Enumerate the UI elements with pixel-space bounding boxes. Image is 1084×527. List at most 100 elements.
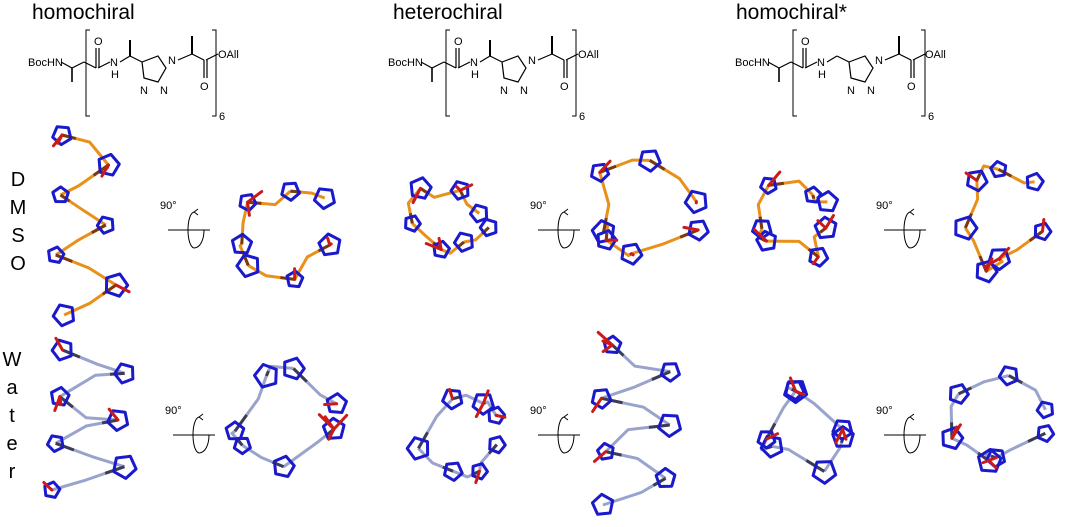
- backbone-shade: [963, 212, 973, 229]
- molecule-svg: [941, 365, 1056, 473]
- carbonyl-bond: [816, 219, 828, 230]
- triazole-ring: [468, 203, 489, 224]
- backbone-shade: [811, 194, 816, 199]
- triazole-ring: [471, 462, 489, 481]
- chem-oxygen-label: O: [94, 36, 103, 48]
- triazole-ring: [751, 219, 773, 240]
- chem-nitrogen-label: N: [168, 55, 176, 67]
- chem-nitrogen-label: N: [140, 85, 148, 97]
- carbonyl-bond: [474, 402, 485, 419]
- triazole-ring: [409, 176, 433, 200]
- triazole-ring: [1025, 171, 1045, 192]
- carbonyl-bond: [794, 389, 806, 397]
- carbonyl-bond: [458, 183, 474, 192]
- title-homochiral: homochiral: [32, 1, 135, 24]
- molecule-svg: [47, 125, 131, 328]
- chem-oxygen-label: O: [560, 81, 569, 93]
- carbonyl-bond: [107, 407, 120, 422]
- chem-oxygen-label: O: [454, 36, 463, 48]
- backbone-shade: [265, 370, 270, 377]
- carbonyl-bond: [326, 236, 332, 247]
- triazole-ring: [590, 388, 613, 410]
- triazole-ring: [954, 215, 979, 241]
- row-label-letter: M: [9, 197, 27, 219]
- triazole-ring: [285, 269, 305, 289]
- carbonyl-bond: [788, 376, 798, 393]
- chem-nitrogen-label: N: [500, 85, 508, 97]
- panel-water-homochiral-side: [25, 336, 155, 500]
- carbonyl-bond: [752, 228, 769, 243]
- triazole-ring: [113, 362, 135, 385]
- molecule-svg: [756, 376, 855, 485]
- triazole-ring: [1033, 221, 1053, 242]
- triazole-ring: [51, 303, 75, 328]
- panel-dmso-homochiral-star-top: [930, 150, 1070, 290]
- carbonyl-bond: [598, 159, 612, 174]
- carbonyl-bond: [964, 171, 979, 182]
- panel-dmso-heterochiral-side: [395, 130, 505, 305]
- triazole-ring: [596, 441, 615, 461]
- backbone-shade: [602, 217, 608, 233]
- triazole-ring: [283, 356, 306, 381]
- triazole-ring: [273, 454, 296, 478]
- backbone-shade: [55, 253, 73, 263]
- rotation-arrow-icon: [884, 208, 926, 249]
- triazole-ring: [441, 388, 464, 411]
- triazole-ring: [449, 180, 470, 201]
- rotation-arrow-icon: [168, 208, 210, 249]
- chem-nitrogen-label: N: [470, 57, 478, 69]
- molecule-svg: [404, 176, 498, 259]
- carbonyl-bond: [411, 186, 422, 205]
- triazole-ring: [816, 190, 840, 213]
- carbonyl-bond: [824, 214, 835, 230]
- rotation-marker: 90°: [876, 200, 932, 260]
- triazole-ring: [759, 176, 778, 196]
- backbone-shade: [109, 371, 125, 376]
- backbone-shade: [317, 243, 331, 253]
- triazole-ring: [590, 219, 616, 244]
- carbonyl-bond: [246, 200, 251, 217]
- triazole-ring: [1035, 400, 1054, 420]
- triazole-ring: [112, 454, 138, 480]
- carbonyl-bond: [114, 283, 131, 294]
- molecule-svg: [405, 387, 507, 485]
- panel-water-heterochiral-top: [575, 330, 705, 516]
- panel-water-heterochiral-side: [395, 345, 530, 525]
- carbonyl-bond: [332, 413, 349, 431]
- carbonyl-bond: [601, 343, 614, 354]
- carbonyl-bond: [834, 427, 845, 445]
- carbonyl-bond: [950, 432, 956, 440]
- molecule-svg: [224, 356, 349, 478]
- triazole-ring: [831, 425, 855, 448]
- triazole-ring: [683, 189, 708, 215]
- rotation-marker: 90°: [165, 405, 221, 465]
- triazole-ring: [590, 162, 611, 183]
- triazole-ring: [95, 215, 115, 235]
- triazole-ring: [989, 160, 1008, 179]
- triazole-ring: [312, 187, 336, 211]
- triazole-ring: [1036, 424, 1056, 443]
- row-label-letter: r: [8, 461, 16, 483]
- triazole-ring: [43, 480, 62, 499]
- chem-repeat-count: 6: [928, 111, 934, 123]
- chem-hydrogen-label: H: [818, 69, 826, 81]
- backbone-segment: [59, 371, 125, 398]
- chem-oxygen-label: O: [801, 36, 810, 48]
- triazole-ring: [47, 245, 66, 264]
- triazole-ring: [808, 246, 830, 268]
- carbonyl-bond: [682, 225, 700, 232]
- carbonyl-bond: [1040, 218, 1046, 233]
- triazole-ring: [941, 426, 965, 450]
- row-label-letter: e: [6, 433, 18, 455]
- carbonyl-bond: [811, 255, 820, 266]
- triazole-ring: [657, 413, 682, 438]
- triazole-ring: [280, 181, 301, 202]
- triazole-ring: [620, 242, 644, 266]
- carbonyl-bond: [767, 170, 782, 187]
- carbonyl-bond: [42, 480, 54, 492]
